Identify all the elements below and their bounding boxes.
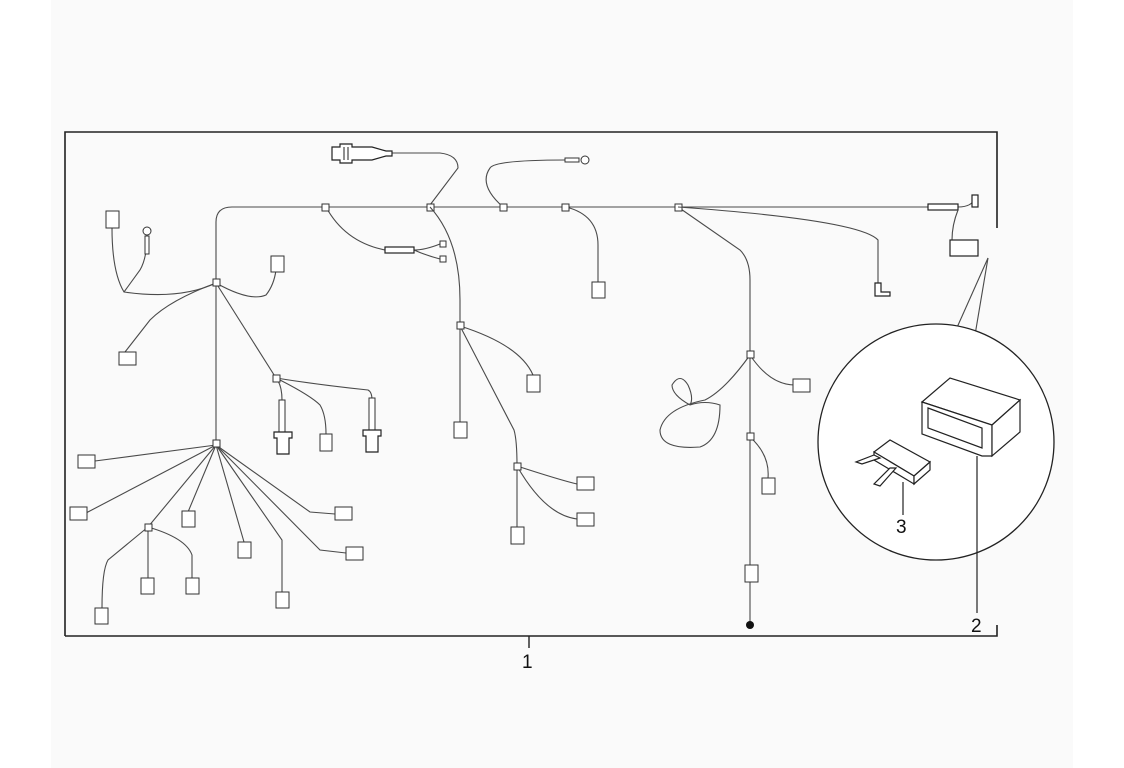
blade-fuse bbox=[854, 439, 932, 487]
connector bbox=[526, 374, 541, 393]
junction-node bbox=[746, 350, 755, 359]
ground-point bbox=[746, 621, 754, 629]
sensor-connector-right bbox=[362, 429, 382, 453]
callout-3: 3 bbox=[896, 517, 907, 538]
spade-terminal bbox=[439, 255, 447, 263]
connector bbox=[105, 210, 120, 229]
detail-circle bbox=[817, 323, 1055, 561]
connector bbox=[237, 541, 252, 559]
wire-sleeve bbox=[927, 203, 959, 211]
connector bbox=[453, 421, 468, 439]
connector bbox=[69, 506, 88, 521]
left-upper-branch bbox=[105, 210, 285, 442]
middle-branch bbox=[429, 206, 595, 545]
connector bbox=[576, 476, 595, 491]
connector bbox=[591, 281, 606, 299]
fuse-box-outlet bbox=[927, 194, 979, 257]
assembly-frame bbox=[64, 131, 998, 637]
connector bbox=[792, 378, 811, 393]
connector bbox=[334, 506, 353, 521]
fuse-box-connector bbox=[949, 239, 979, 257]
terminal-sleeve bbox=[564, 157, 580, 163]
connector bbox=[140, 577, 155, 595]
connector bbox=[345, 546, 364, 561]
inline-fuse-holder bbox=[384, 246, 415, 254]
right-far-branch bbox=[677, 206, 891, 297]
junction-node bbox=[212, 278, 221, 287]
lower-left-fanout bbox=[69, 439, 364, 625]
fuse-holder-branch bbox=[321, 203, 447, 263]
connector bbox=[181, 510, 196, 528]
junction-node bbox=[321, 203, 330, 212]
sensor-sub-branch bbox=[272, 374, 382, 455]
callout-1: 1 bbox=[522, 652, 533, 673]
junction-node bbox=[272, 374, 281, 383]
connector bbox=[319, 433, 333, 452]
ground-lead-branch bbox=[485, 155, 590, 212]
junction-node bbox=[513, 462, 522, 471]
connector bbox=[77, 454, 96, 469]
connector bbox=[576, 512, 595, 527]
junction-node bbox=[746, 432, 755, 441]
sensor-connector-left bbox=[273, 431, 293, 455]
detail-magnifier bbox=[817, 257, 1055, 613]
drop-branch bbox=[561, 203, 606, 299]
spade-terminal bbox=[439, 240, 447, 248]
top-plug-connector bbox=[331, 143, 393, 164]
main-trunk bbox=[215, 197, 976, 280]
connector bbox=[185, 577, 200, 595]
right-long-branch bbox=[659, 203, 811, 629]
wire-sleeve bbox=[368, 397, 376, 431]
junction-node bbox=[456, 321, 465, 330]
connector bbox=[761, 477, 776, 495]
ring-terminal bbox=[580, 155, 590, 165]
connector bbox=[94, 607, 109, 625]
junction-node bbox=[561, 203, 570, 212]
ring-terminal bbox=[142, 226, 152, 236]
fuse-box-cover bbox=[920, 377, 1022, 458]
connector bbox=[510, 526, 525, 545]
terminal-sleeve bbox=[144, 235, 150, 255]
connector bbox=[118, 351, 137, 366]
wire-sleeve bbox=[278, 399, 286, 433]
connector bbox=[744, 564, 759, 583]
callout-2: 2 bbox=[971, 616, 982, 637]
top-plug-branch bbox=[331, 143, 459, 206]
junction-node bbox=[144, 523, 153, 532]
junction-node bbox=[212, 439, 221, 448]
spade-terminal bbox=[971, 194, 979, 208]
connector bbox=[275, 591, 290, 609]
connector bbox=[270, 255, 285, 273]
angled-terminal bbox=[874, 282, 891, 297]
junction-node bbox=[499, 203, 508, 212]
